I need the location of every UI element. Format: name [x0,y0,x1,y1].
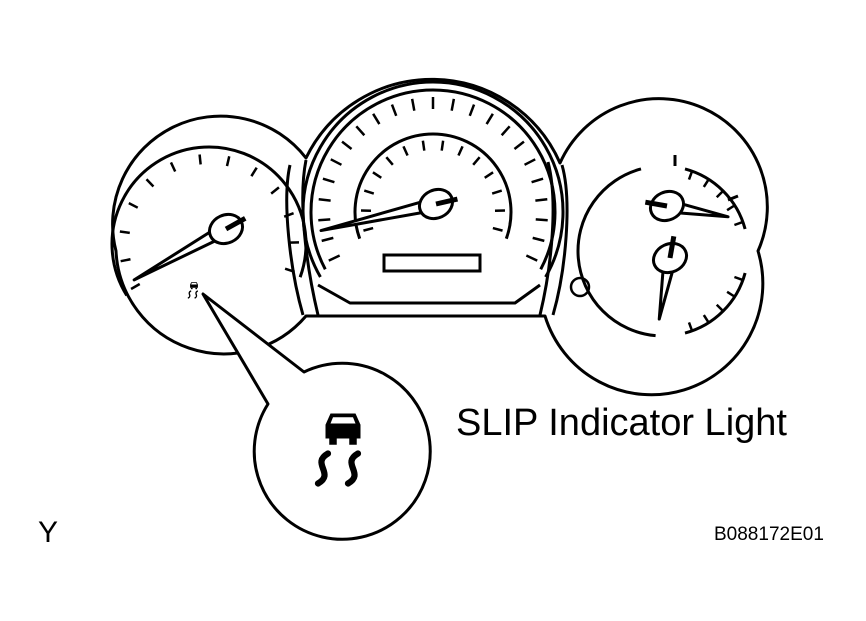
center-gauge-tick [513,140,525,150]
center-gauge-tick [328,254,341,262]
right-gauge-upper-tick [715,190,724,199]
cluster-housing [110,77,769,397]
right-gauge-lower-tick [733,275,743,281]
center-gauge-small-rim [353,132,513,240]
center-gauge-tick [468,104,476,117]
center-gauge-tick [355,125,366,137]
right-gauge-upper-tick [702,179,710,188]
right-gauge-upper-tick [733,221,743,227]
center-gauge-tick [535,198,548,202]
center-gauge-small-tick [363,226,374,232]
right-gauge-inner-rim [576,167,656,338]
left-gauge-tick [250,167,258,177]
left-gauge-tick [119,230,130,235]
center-gauge-small-tick [421,140,426,151]
left-gauge-needle [132,212,247,282]
center-gauge-tick [525,254,538,262]
center-gauge-tick [372,113,381,125]
center-gauge-tick [450,98,456,111]
center-gauge-small-tick [372,171,382,179]
right-separator [538,161,569,316]
center-gauge-tick [322,177,335,184]
right-gauge-lower-tick [726,290,735,298]
cluster-outline [111,77,769,397]
right-gauge-lower-tick [687,321,693,331]
gauge-needles [132,187,730,321]
right-gauge-upper-tick [726,204,735,212]
left-gauge-tick [283,212,294,218]
corner-mark: Y [38,516,59,549]
center-gauge-tick [532,236,545,243]
left-gauge-tick [284,267,295,274]
left-gauge-tick [198,154,202,165]
center-gauge-inner-rim [309,88,557,270]
callout-leader [201,292,432,541]
center-gauge-small-tick [457,145,464,156]
center-gauge-tick [321,236,334,243]
center-gauge-tick [535,218,548,222]
left-gauge-tick [270,186,280,195]
odometer-display [382,253,482,273]
right-gauge-scale-ends [673,155,739,202]
center-gauge-tick [318,218,331,222]
right-upper-needle [644,189,730,223]
right-gauge-upper-tick [687,171,693,181]
right-gauge-lower-scale [684,272,747,335]
center-gauge-small-tick [472,156,481,166]
center-gauge-tick [485,113,494,125]
center-gauge-tick [523,158,536,166]
left-gauge-inner-rim [110,145,308,297]
center-gauge-tick [500,125,511,137]
left-gauge-tick [169,161,177,173]
center-gauge-tick [318,198,331,202]
center-gauge-small-tick [491,189,503,195]
center-gauge-small-tick [363,189,375,195]
center-gauge-small-tick [385,156,394,166]
left-gauge-tick [130,282,141,291]
center-lower-bezel [317,283,541,305]
left-gauge-tick [120,258,131,263]
right-gauge-lower-tick [702,314,710,323]
center-gauge-small-tick [440,140,445,151]
right-gauge-lower-tick [715,303,724,312]
right-lower-needle [651,235,689,321]
right-gauge-upper-scale [684,167,747,230]
center-gauge-small-tick [492,226,503,232]
callout-label: SLIP Indicator Light [456,402,787,444]
center-gauge-small-tick [484,171,494,179]
left-gauge-tick [225,156,231,167]
center-gauge-tick [330,158,343,166]
center-gauge-tick [410,98,416,111]
left-gauge-tick [128,202,139,209]
left-gauge-tick [145,178,155,188]
center-gauge-small-tick [402,145,409,156]
left-separator [285,159,320,316]
center-gauge-tick [341,140,353,150]
indicator-lamp [569,276,591,298]
center-gauge-tick [531,177,544,184]
slip-indicator-icon-small [187,281,199,299]
center-gauge-tick [390,104,398,117]
center-gauge-needle [319,187,458,233]
figure-code: B088172E01 [714,524,824,545]
gauge-tick-marks [119,97,743,331]
